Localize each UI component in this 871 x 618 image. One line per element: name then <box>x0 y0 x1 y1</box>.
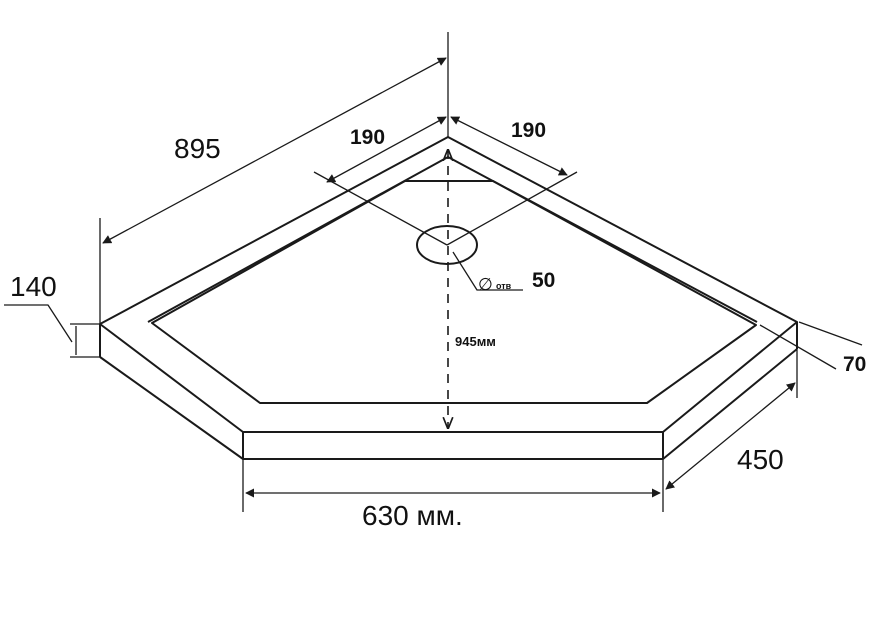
dim-70-label: 70 <box>843 353 866 376</box>
dim-895-line <box>102 57 447 244</box>
dim-630-label: 630 мм. <box>362 500 463 531</box>
dim-190-right-line <box>450 116 568 176</box>
drain-abbrev: отв <box>496 281 512 291</box>
dim-140-label: 140 <box>10 271 57 302</box>
dim-190-left-label: 190 <box>350 126 385 149</box>
dim-70-tick <box>759 324 837 370</box>
tray-top-outline <box>99 136 798 433</box>
dim-70-line <box>798 321 863 346</box>
dim-190-left-ext <box>313 171 448 246</box>
dim-190-right-ext <box>446 171 578 246</box>
dim-190-left-line <box>326 116 447 183</box>
tray-basin-outline <box>151 180 757 404</box>
dim-945-label: 945мм <box>455 334 496 349</box>
drain-leader-line <box>452 251 523 291</box>
dim-450-label: 450 <box>737 444 784 475</box>
dim-190-right-label: 190 <box>511 119 546 142</box>
dim-140-leader <box>4 304 73 343</box>
drain-diameter-label: 50 <box>532 269 555 292</box>
drain-diameter-symbol: ∅ <box>478 275 493 294</box>
dim-450-line <box>665 382 796 490</box>
dim-895-label: 895 <box>174 133 221 164</box>
